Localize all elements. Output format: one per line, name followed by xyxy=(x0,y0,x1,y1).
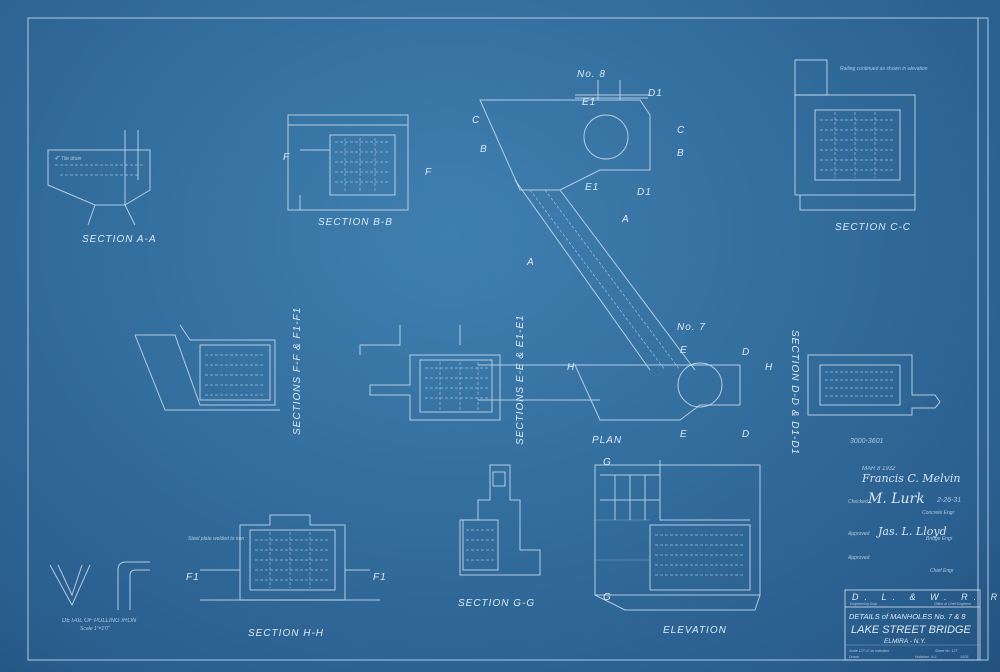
cut-mark-f-right: F xyxy=(425,167,432,178)
cut-mark-e-lower: E xyxy=(680,429,688,440)
cut-mark-e1-lower: E1 xyxy=(585,182,599,193)
checked-date: 2-26-31 xyxy=(936,497,961,504)
section-gg-drawing xyxy=(459,464,541,576)
cut-mark-f-left: F xyxy=(283,152,290,163)
role-chief-engr: Chief Engr xyxy=(930,568,954,574)
approved-label-1: Approved xyxy=(847,531,870,537)
cut-mark-g-lower: G xyxy=(603,592,612,603)
cut-mark-f1-right: F1 xyxy=(373,572,387,583)
cut-mark-f1-left: F1 xyxy=(186,572,200,583)
signature-checked: M. Lurk xyxy=(867,491,925,507)
cut-mark-d-lower: D xyxy=(742,429,750,440)
cut-mark-d1-lower: D1 xyxy=(637,187,652,198)
pulling-iron-label: DETAIL OF PULLING IRON xyxy=(62,618,137,624)
elevation-drawing xyxy=(594,460,761,611)
section-bb-drawing xyxy=(287,114,409,211)
svg-text:4" Tile drain: 4" Tile drain xyxy=(55,156,82,162)
signature-approved: Jas. L. Lloyd xyxy=(876,525,947,538)
section-cc-drawing: Railing continued as shown in elevation xyxy=(794,59,928,211)
dept-left: Engineering Dept. xyxy=(850,602,878,606)
pulling-iron-scale: Scale 1"=1'0" xyxy=(80,626,110,632)
sheet-number: Sheet No. 127 xyxy=(935,649,958,653)
section-aa-label: SECTION A-A xyxy=(82,234,157,245)
cut-mark-d: D xyxy=(742,347,750,358)
cut-mark-c: C xyxy=(472,115,480,126)
cut-mark-c-right: C xyxy=(677,125,685,136)
role-bridge-engr: Bridge Engr xyxy=(926,536,953,542)
cut-mark-h-right: H xyxy=(765,362,773,373)
signature-1: Francis C. Melvin xyxy=(861,472,960,485)
approved-label-2: Approved xyxy=(847,555,870,561)
approval-block: 3000-3601 MAR 8 1932 Francis C. Melvin C… xyxy=(847,438,961,574)
sheet-border xyxy=(27,17,989,661)
drawing-number: 3000-3601 xyxy=(850,438,884,445)
sections-ee-drawing xyxy=(359,325,501,421)
received-stamp-date: MAR 8 1932 xyxy=(862,466,896,472)
section-dd-label: SECTION D-D & D1-D1 xyxy=(789,330,800,455)
plan-drawing xyxy=(478,80,741,421)
section-cc-label: SECTION C-C xyxy=(835,222,911,233)
section-hh-drawing: Steel plate welded to iron xyxy=(188,514,380,601)
plan-label: PLAN xyxy=(592,435,622,446)
cut-mark-b-right: B xyxy=(677,148,685,159)
cut-mark-h: H xyxy=(567,362,575,373)
svg-text:Railing continued as shown in: Railing continued as shown in elevation xyxy=(840,66,928,72)
elevation-label: ELEVATION xyxy=(663,625,727,636)
section-gg-label: SECTION G-G xyxy=(458,598,535,609)
dept-right: Office of Chief Engineer xyxy=(934,602,972,606)
checked-label: Checked xyxy=(848,499,868,505)
section-aa-drawing: 4" Tile drain xyxy=(47,130,151,226)
cut-mark-b: B xyxy=(480,144,488,155)
pulling-iron-drawing xyxy=(49,561,150,610)
drawn-label: Drawn xyxy=(849,655,859,659)
title-block: D. L. & W. R. R. Engineering Dept. Offic… xyxy=(844,589,1000,661)
location: ELMIRA - N.Y. xyxy=(884,638,926,645)
section-dd-drawing xyxy=(807,354,941,416)
sections-ff-label: SECTIONS F-F & F1-F1 xyxy=(292,307,303,435)
cut-mark-a-right: A xyxy=(621,214,630,225)
project-name: LAKE STREET BRIDGE xyxy=(851,624,971,636)
section-bb-label: SECTION B-B xyxy=(318,217,393,228)
address: Hoboken, N.J. xyxy=(915,655,937,659)
cut-mark-a: A xyxy=(526,257,535,268)
sections-ff-drawing xyxy=(134,324,280,411)
role-concrete-engr: Concrete Engr xyxy=(922,510,955,516)
cut-mark-d1: D1 xyxy=(648,88,663,99)
sections-ee-label: SECTIONS E-E & E1-E1 xyxy=(515,314,526,445)
manhole-8-label: No. 8 xyxy=(577,69,606,80)
drawing-title: DETAILS of MANHOLES No. 7 & 8 xyxy=(849,612,966,621)
cut-mark-e1: E1 xyxy=(582,97,596,108)
manhole-7-label: No. 7 xyxy=(677,322,706,333)
cut-mark-g: G xyxy=(603,457,612,468)
year: 1931 xyxy=(960,654,969,659)
railroad-name: D. L. & W. R. R. xyxy=(852,592,1000,602)
section-hh-label: SECTION H-H xyxy=(248,628,324,639)
svg-text:Steel plate welded to iron: Steel plate welded to iron xyxy=(188,536,244,542)
cut-mark-e: E xyxy=(680,345,688,356)
scale-note: Scale 1/2"=1' as indicated xyxy=(849,649,890,653)
